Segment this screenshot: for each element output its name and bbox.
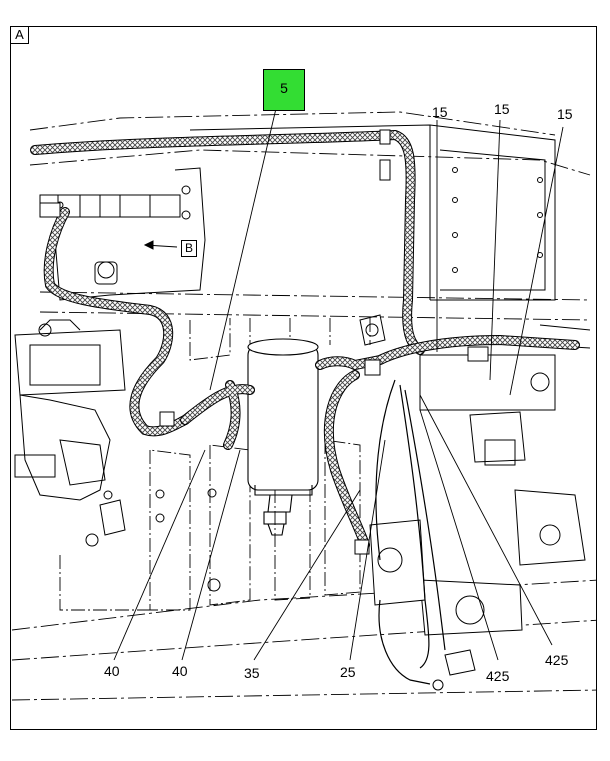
callout-425-right: 425 [545,652,569,668]
callout-35: 35 [244,665,260,681]
reference-view-label: B [181,240,197,257]
callout-25: 25 [340,664,356,680]
harness-5 [30,129,580,550]
left-components [14,319,221,592]
highlight-callout-number: 5 [280,80,288,96]
connectors [39,129,489,555]
view-label: A [10,26,29,44]
wires-425 [375,379,446,685]
cylinder-webs [59,318,371,611]
highlight-callout-box [263,69,305,111]
callout-15-right: 15 [557,106,573,122]
callout-40-left: 40 [104,663,120,679]
engine-block-outline [11,111,596,701]
ecm-bracket [39,167,206,301]
callout-425-left: 425 [486,668,510,684]
rocker-cover [189,124,556,301]
drawing-frame [10,26,597,730]
callout-15-left: 15 [432,104,448,120]
callout-40-right: 40 [172,663,188,679]
fuel-filter [247,338,319,536]
callout-15-middle: 15 [494,101,510,117]
leader-lines [113,99,564,661]
arrow-head [143,240,154,250]
right-components [359,314,591,691]
